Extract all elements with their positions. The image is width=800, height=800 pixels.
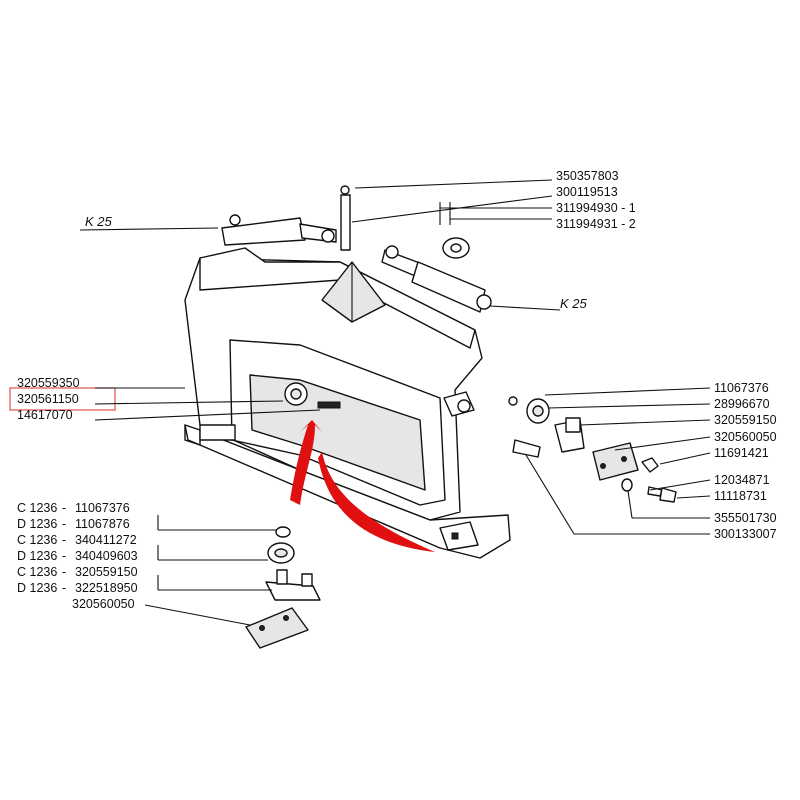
cylinder-left bbox=[221, 214, 337, 246]
label-bl-part-4: 340409603 bbox=[75, 549, 138, 563]
label-left-1: 320559350 bbox=[17, 376, 80, 390]
label-bl-variant-3: C 1236 bbox=[17, 533, 57, 547]
label-right-3: 320559150 bbox=[714, 413, 777, 427]
frame-bearing bbox=[284, 382, 341, 409]
label-bl-variant-1: C 1236 bbox=[17, 501, 57, 515]
label-bl-variant-5: C 1236 bbox=[17, 565, 57, 579]
red-arrow bbox=[290, 420, 322, 505]
label-bl-variant-2: D 1236 bbox=[17, 517, 57, 531]
label-right-5: 11691421 bbox=[714, 446, 769, 460]
labels: K 25 K 25 350357803 300119513 311994930 … bbox=[17, 169, 777, 611]
label-right-6: 12034871 bbox=[714, 473, 770, 487]
label-top-4: 311994931 - 2 bbox=[556, 217, 636, 231]
label-bl-part-2: 11067876 bbox=[75, 517, 130, 531]
cylinder-right bbox=[381, 245, 492, 313]
label-bl-part-1: 11067376 bbox=[75, 501, 130, 515]
label-top-3: 311994930 - 1 bbox=[556, 201, 636, 215]
label-left-3: 14617070 bbox=[17, 408, 73, 422]
label-bl-part-3: 340411272 bbox=[75, 533, 137, 547]
label-right-2: 28996670 bbox=[714, 397, 770, 411]
label-right-1: 11067376 bbox=[714, 381, 769, 395]
label-k25-right: K 25 bbox=[560, 296, 588, 311]
label-top-1: 350357803 bbox=[556, 169, 619, 183]
label-bl-part-5: 320559150 bbox=[75, 565, 138, 579]
bottom-left-exploded-parts bbox=[245, 526, 321, 649]
label-bl-variant-4: D 1236 bbox=[17, 549, 57, 563]
label-right-4: 320560050 bbox=[714, 430, 777, 444]
label-right-7: 11118731 bbox=[714, 489, 767, 503]
label-left-2: 320561150 bbox=[17, 392, 79, 406]
label-bl-sep-1: - bbox=[62, 501, 66, 515]
side-handle bbox=[443, 391, 475, 417]
label-bl-sep-4: - bbox=[62, 549, 66, 563]
right-exploded-parts bbox=[508, 396, 677, 503]
label-bl-single: 320560050 bbox=[72, 597, 135, 611]
label-right-9: 300133007 bbox=[714, 527, 777, 541]
label-right-8: 355501730 bbox=[714, 511, 777, 525]
red-curve bbox=[318, 452, 435, 552]
main-frame bbox=[184, 247, 511, 559]
label-bl-sep-6: - bbox=[62, 581, 66, 595]
red-annotations bbox=[9, 387, 435, 552]
label-bl-sep-5: - bbox=[62, 565, 66, 579]
label-bl-variant-6: D 1236 bbox=[17, 581, 57, 595]
label-k25-left: K 25 bbox=[85, 214, 113, 229]
leader-lines bbox=[79, 179, 711, 626]
label-bl-part-6: 322518950 bbox=[75, 581, 138, 595]
highlight-box bbox=[9, 387, 116, 411]
label-bl-sep-2: - bbox=[62, 517, 66, 531]
label-bl-sep-3: - bbox=[62, 533, 66, 547]
pin-and-washer bbox=[340, 185, 470, 259]
label-top-2: 300119513 bbox=[556, 185, 618, 199]
